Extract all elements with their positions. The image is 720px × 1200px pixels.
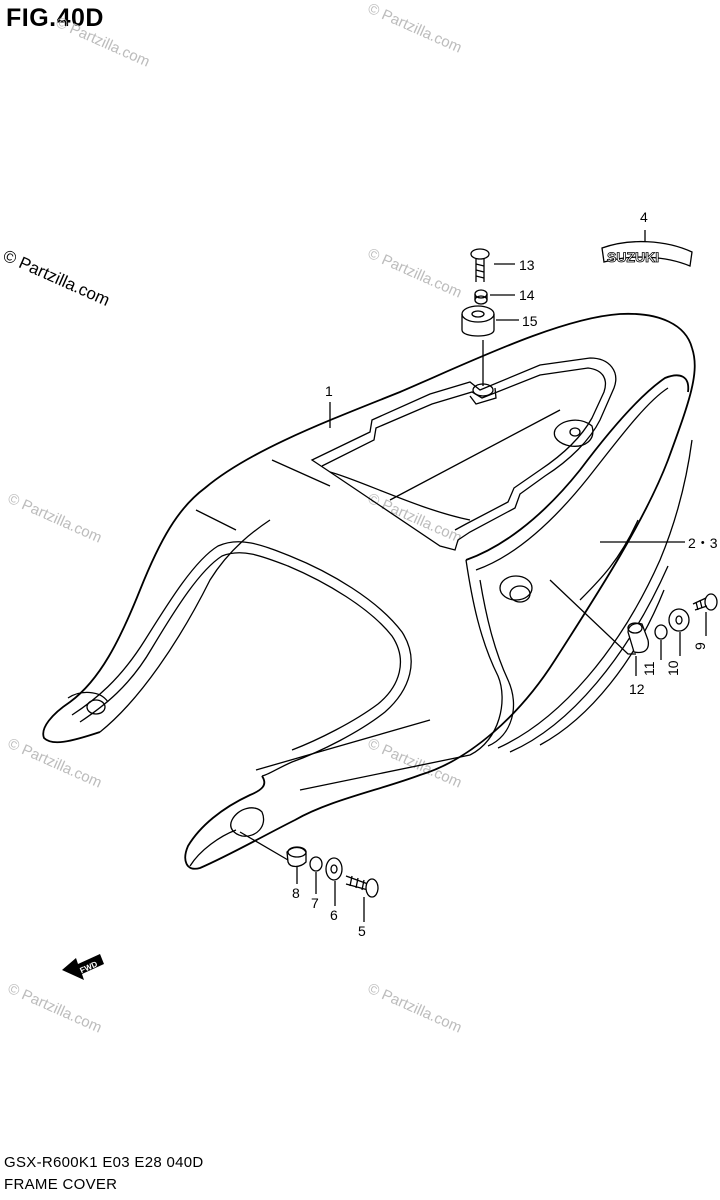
callout-7: 7 [311,895,319,911]
callout-1: 1 [325,383,333,399]
collar-7 [309,856,323,872]
callout-11: 11 [641,661,657,676]
figure-title: FIG.40D [6,4,104,32]
callout-12: 12 [629,681,645,697]
washer-10 [668,608,690,632]
footer-model-code: GSX-R600K1 E03 E28 040D [4,1154,204,1171]
collar-14 [474,289,488,305]
frame-cover-body [42,312,696,870]
callout-15: 15 [522,313,538,329]
callout-5: 5 [358,923,366,939]
grommet-8 [286,846,307,868]
callout-6: 6 [330,907,338,923]
footer-part-name: FRAME COVER [4,1176,118,1193]
callout-2-3: 2・3 [688,535,718,551]
callout-9: 9 [692,642,708,650]
callout-4: 4 [640,209,648,225]
emblem-text: SUZUKI [607,249,659,265]
callout-13: 13 [519,257,535,273]
bolt-9 [692,593,718,611]
callout-10: 10 [665,660,681,676]
collar-11 [654,624,668,640]
leader-side [549,579,636,655]
callout-8: 8 [292,885,300,901]
suzuki-emblem: SUZUKI [601,240,693,267]
washer-6 [325,857,343,881]
bolt-13 [470,248,490,282]
grommet-12 [627,622,650,654]
grommet-15 [461,305,495,337]
bolt-5 [345,875,379,898]
fwd-arrow-icon: FWD [62,954,104,980]
leader-lower [239,831,289,861]
fwd-text: FWD [79,959,100,975]
callout-14: 14 [519,287,535,303]
